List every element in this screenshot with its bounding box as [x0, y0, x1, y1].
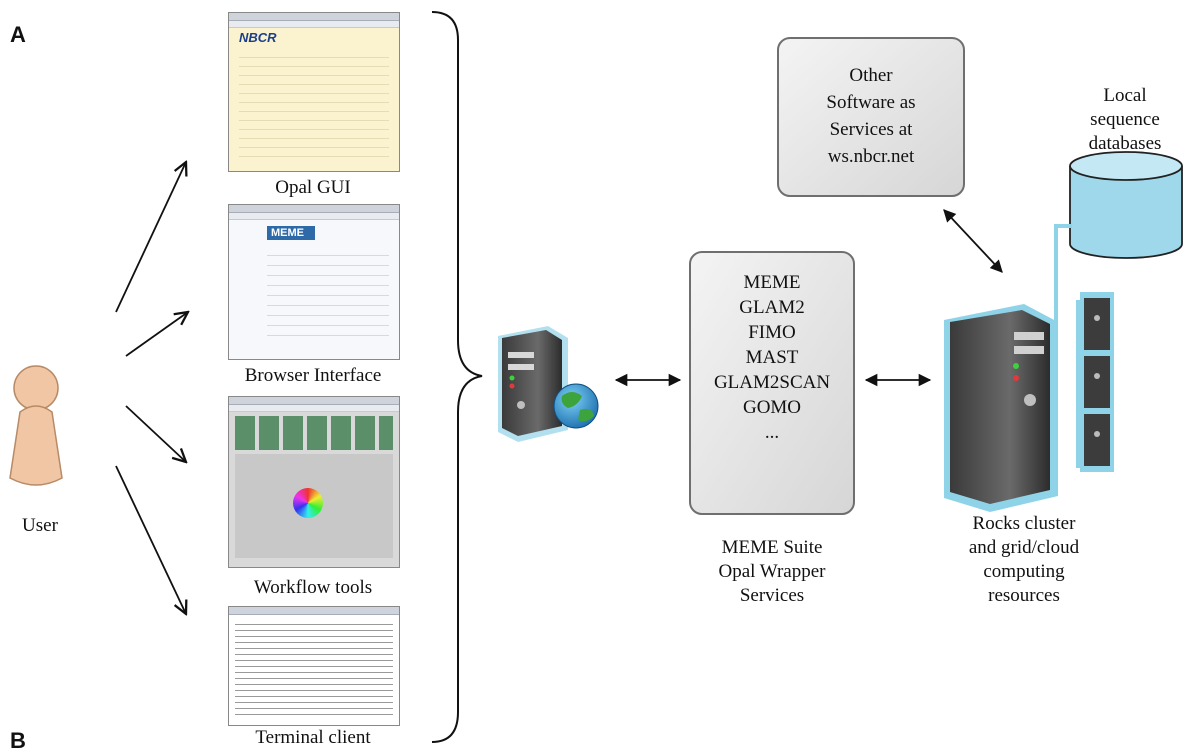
service-item: MAST [745, 347, 799, 368]
meme-logo: MEME [267, 226, 315, 240]
web-server-icon [498, 326, 599, 442]
service-item: GOMO [742, 397, 802, 418]
user-figure [9, 365, 63, 486]
other-software-box [777, 37, 965, 197]
panel-label-b: B [10, 728, 26, 753]
other-cluster-arrow [943, 209, 1003, 273]
service-item: MEME [743, 272, 801, 293]
user-to-client-arrows [115, 162, 188, 614]
other-software-text: Other Software as Services at ws.nbcr.ne… [826, 65, 916, 167]
opal-gui-screenshot: NBCR [228, 12, 400, 172]
workflow-tools-screenshot [228, 396, 400, 568]
grouping-brace [431, 11, 483, 743]
service-item: GLAM2SCAN [713, 372, 831, 393]
service-item: ... [764, 422, 780, 443]
browser-interface-label: Browser Interface [244, 365, 382, 386]
cluster-label: Rocks cluster and grid/cloud computing r… [968, 513, 1080, 606]
service-item: FIMO [748, 322, 796, 343]
terminal-client-label: Terminal client [255, 727, 371, 748]
workflow-tools-label: Workflow tools [253, 577, 373, 598]
database-label: Local sequence databases [1088, 85, 1162, 154]
browser-interface-screenshot: MEME [228, 204, 400, 360]
terminal-client-screenshot [228, 606, 400, 726]
panel-label-a: A [10, 22, 26, 47]
user-label: User [22, 515, 58, 536]
opal-gui-label: Opal GUI [275, 177, 351, 198]
services-list: MEME GLAM2 FIMO MAST GLAM2SCAN GOMO ... [690, 270, 854, 445]
cluster-connectors [1054, 224, 1080, 468]
services-box [689, 251, 855, 515]
cluster-tower-icon [944, 304, 1058, 512]
nbcr-logo: NBCR [239, 30, 277, 45]
cluster-rack-icon [1080, 292, 1114, 472]
service-item: GLAM2 [739, 297, 805, 318]
services-caption: MEME Suite Opal Wrapper Services [718, 537, 826, 606]
database-cylinder [1069, 151, 1183, 259]
